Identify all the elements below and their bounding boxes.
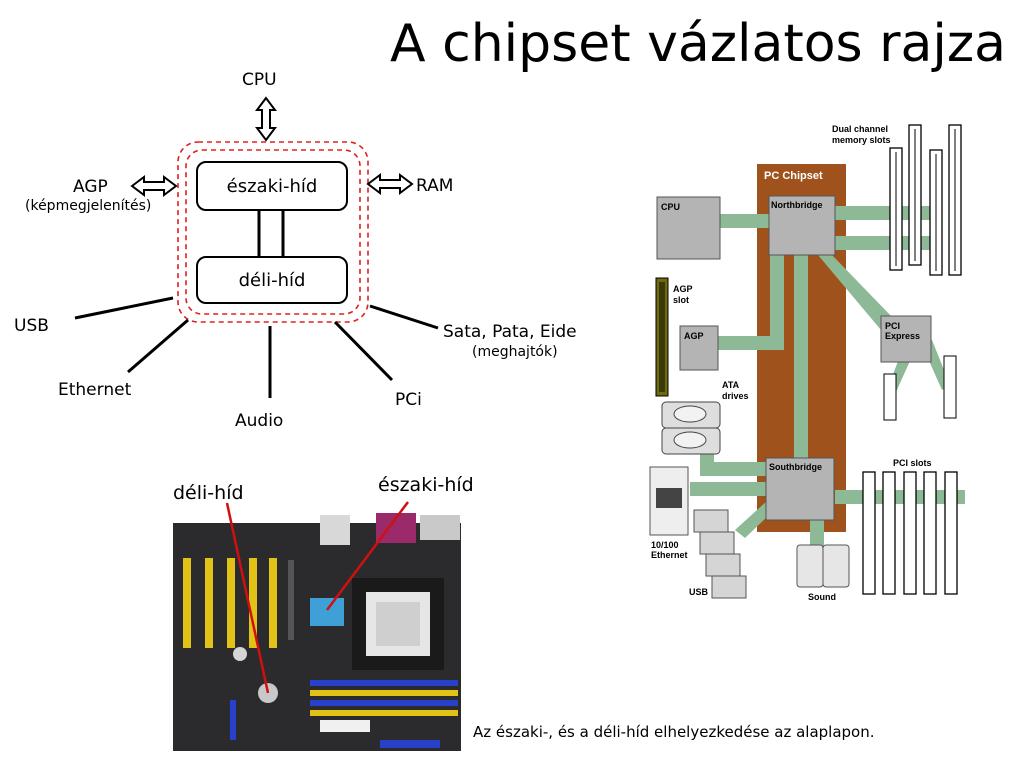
pc-northbridge-label: Northbridge [771, 200, 823, 210]
cpu-label: CPU [242, 70, 277, 90]
pc-sound-label: Sound [808, 592, 836, 602]
pc-agp-label: AGP [684, 331, 704, 341]
cpu-arrow-icon [255, 96, 277, 142]
usb-ports-icon [693, 509, 747, 599]
ata-label-2: drives [722, 391, 749, 401]
pc-usb-label: USB [689, 587, 709, 597]
agp-label: AGP [73, 177, 108, 197]
ethernet-label-1: 10/100 [651, 540, 679, 550]
ethernet-label-2: Ethernet [651, 550, 688, 560]
ram-arrow-icon [366, 173, 414, 195]
audio-label: Audio [235, 411, 284, 431]
ethernet-line [127, 318, 189, 374]
pci-express-label-1: PCI [885, 321, 901, 331]
speaker-icon [796, 544, 850, 588]
southbridge-chip [765, 457, 835, 521]
pc-chipset-label: PC Chipset [764, 170, 823, 182]
northbridge-pointer [326, 501, 409, 611]
pci-label: PCi [395, 390, 422, 410]
southbridge-box: déli-híd [196, 256, 348, 304]
northbridge-chip [768, 195, 836, 256]
ethernet-port-icon [649, 466, 689, 536]
ram-label: RAM [416, 176, 454, 196]
chipset-dashed-outline-outer [177, 141, 369, 323]
cpu-chip [656, 196, 721, 260]
dual-channel-label-2: memory slots [832, 135, 891, 145]
pci-express-chip [880, 315, 932, 363]
photo-caption: Az északi-, és a déli-híd elhelyezkedése… [473, 723, 875, 741]
usb-label: USB [14, 316, 49, 336]
pc-cpu-label: CPU [661, 202, 681, 212]
photo-southbridge-label: déli-híd [173, 482, 244, 504]
pci-express-label-2: Express [885, 331, 921, 341]
northbridge-box: északi-híd [196, 161, 348, 211]
dual-channel-label-1: Dual channel [832, 124, 889, 134]
ata-drives-icon [661, 401, 721, 455]
pci-line [333, 320, 394, 382]
sata-line [369, 304, 439, 330]
photo-northbridge-label: északi-híd [378, 474, 474, 496]
agp-slot-label-1: AGP [673, 284, 693, 294]
agp-chip [679, 325, 719, 371]
ata-label-1: ATA [722, 380, 740, 390]
usb-line [74, 296, 174, 320]
pci-slots-label: PCI slots [893, 458, 932, 468]
pc-southbridge-label: Southbridge [769, 462, 822, 472]
page-title: A chipset vázlatos rajza [390, 14, 1007, 74]
sata-label: Sata, Pata, Eide [443, 322, 577, 342]
sata-sub-label: (meghajtók) [472, 344, 558, 360]
agp-slot-label-2: slot [673, 295, 690, 305]
agp-arrow-icon [130, 175, 178, 197]
ethernet-label: Ethernet [58, 380, 132, 400]
southbridge-pointer [225, 502, 270, 694]
agp-sub-label: (képmegjelenítés) [25, 198, 152, 214]
